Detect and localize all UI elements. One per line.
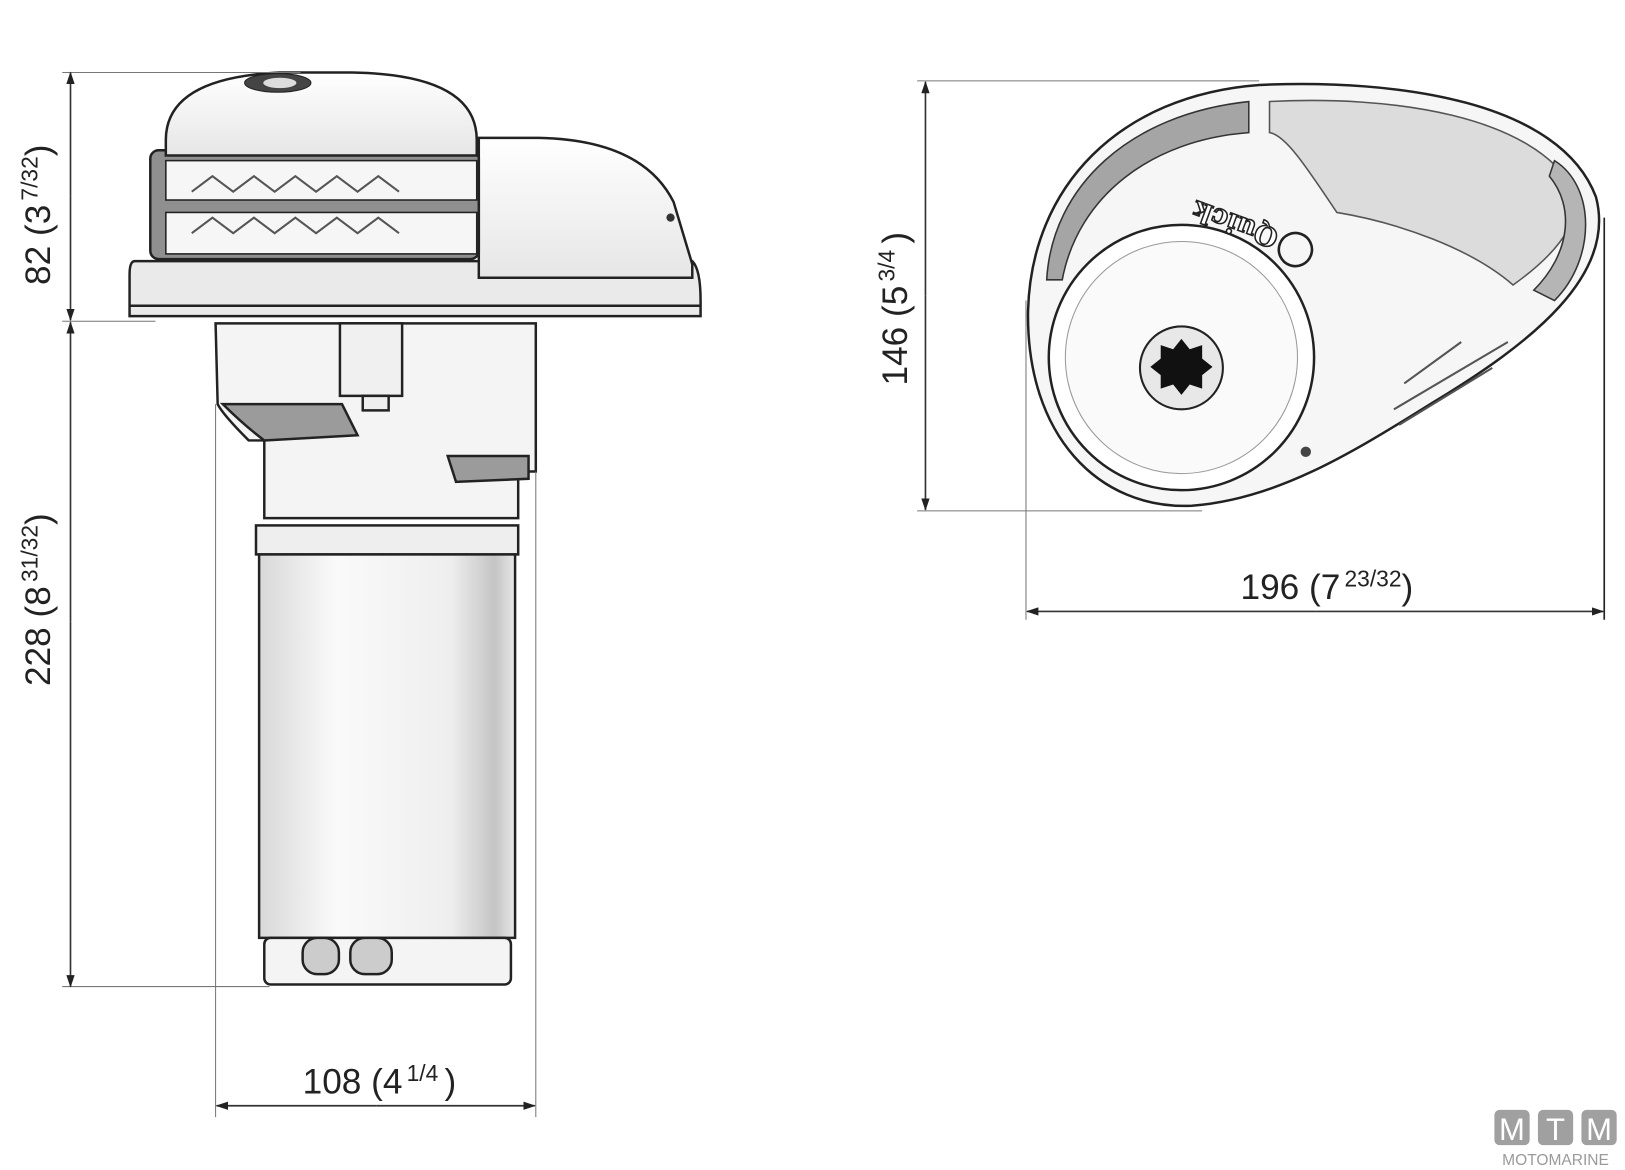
- dimension-label-bottom-height: 228 (831/32): [16, 513, 57, 686]
- drive-shaft-icon: [1150, 338, 1213, 395]
- svg-text:MOTOMARINE: MOTOMARINE: [1502, 1152, 1609, 1169]
- side-view: [128, 71, 702, 986]
- gypsy: [149, 149, 481, 261]
- svg-text:M: M: [1586, 1112, 1612, 1147]
- motor-housing: [477, 136, 694, 279]
- motor: [254, 524, 520, 986]
- dimension-label-top-depth: 146 (53/4): [873, 232, 914, 386]
- top-view: Quick: [1026, 82, 1601, 507]
- dimension-label-top-height: 82 (37/32): [16, 144, 57, 285]
- svg-text:M: M: [1499, 1112, 1525, 1147]
- dimension-lines: [62, 71, 1606, 1118]
- under-deck-gearbox: [214, 322, 538, 520]
- mtm-watermark-logo: M T M MOTOMARINE: [1494, 1109, 1617, 1169]
- svg-text:T: T: [1546, 1112, 1565, 1147]
- top-cover: [164, 71, 478, 157]
